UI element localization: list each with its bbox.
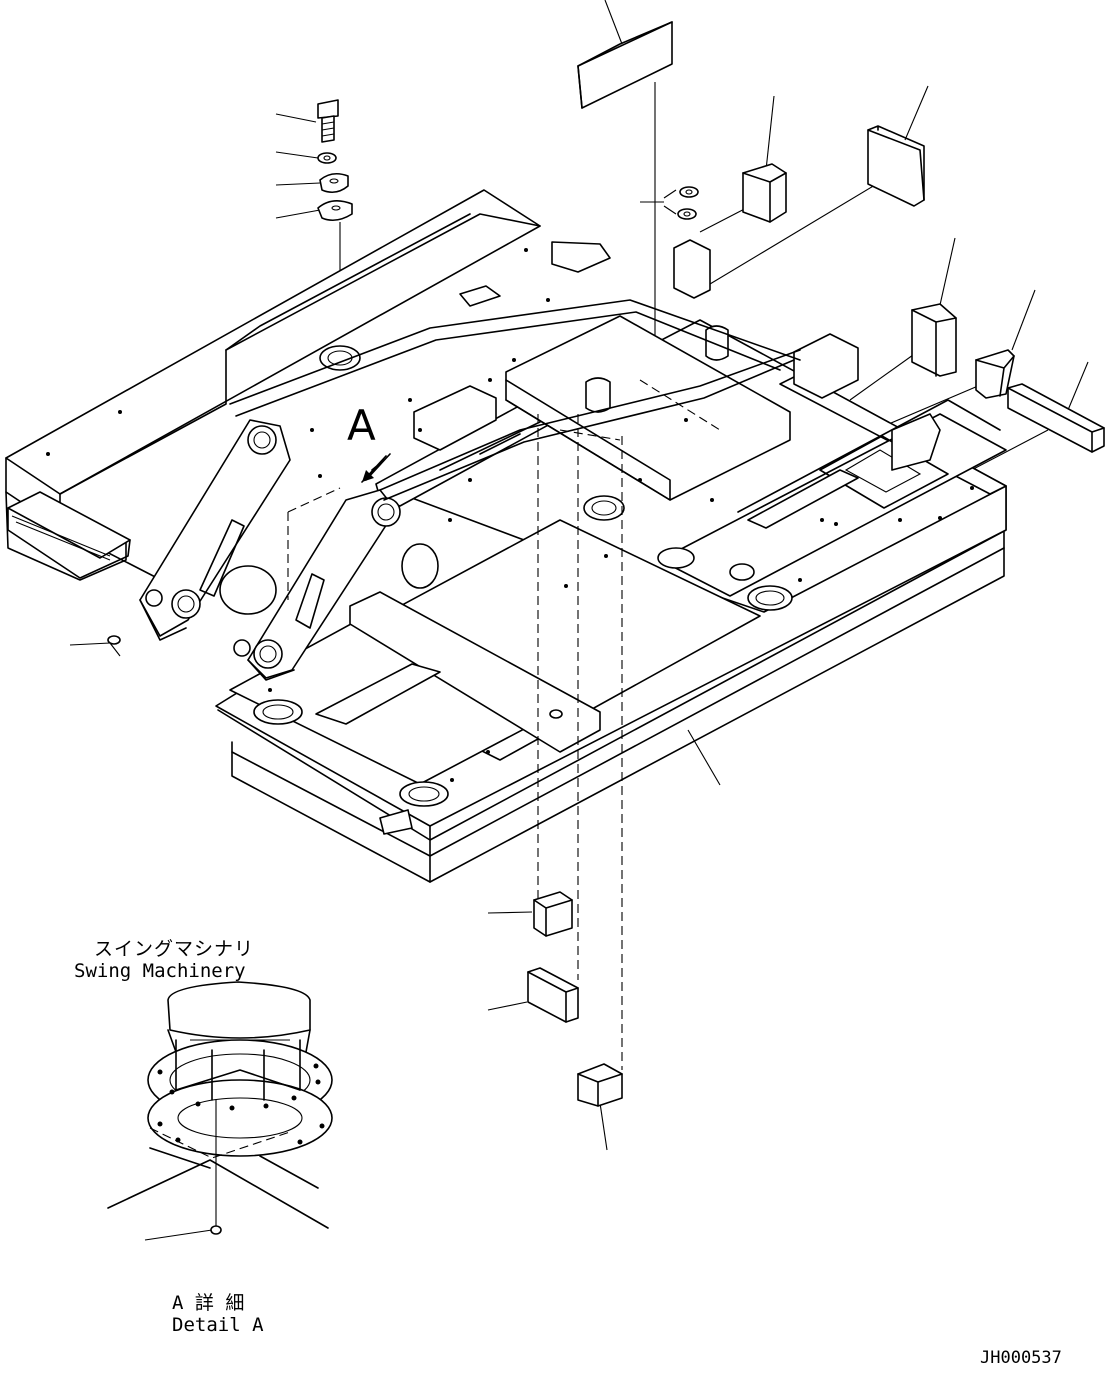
view-arrow (361, 453, 391, 483)
hidden-lines (287, 379, 721, 1070)
drawing-number: JH000537 (980, 1348, 1062, 1368)
exploded-parts (107, 21, 1105, 1107)
detail-a-jp-label: A 詳 細 (172, 1292, 245, 1314)
detail-a-en-label: Detail A (172, 1314, 264, 1336)
bolt-holes (46, 248, 974, 782)
leader-lines (69, 0, 1089, 1241)
swing-machinery-en-label: Swing Machinery (74, 960, 246, 982)
swing-machinery-detail (107, 981, 333, 1235)
revolving-frame (5, 189, 1007, 883)
view-marker-label: A (347, 401, 376, 450)
swing-machinery-jp-label: スイングマシナリ (94, 938, 255, 960)
